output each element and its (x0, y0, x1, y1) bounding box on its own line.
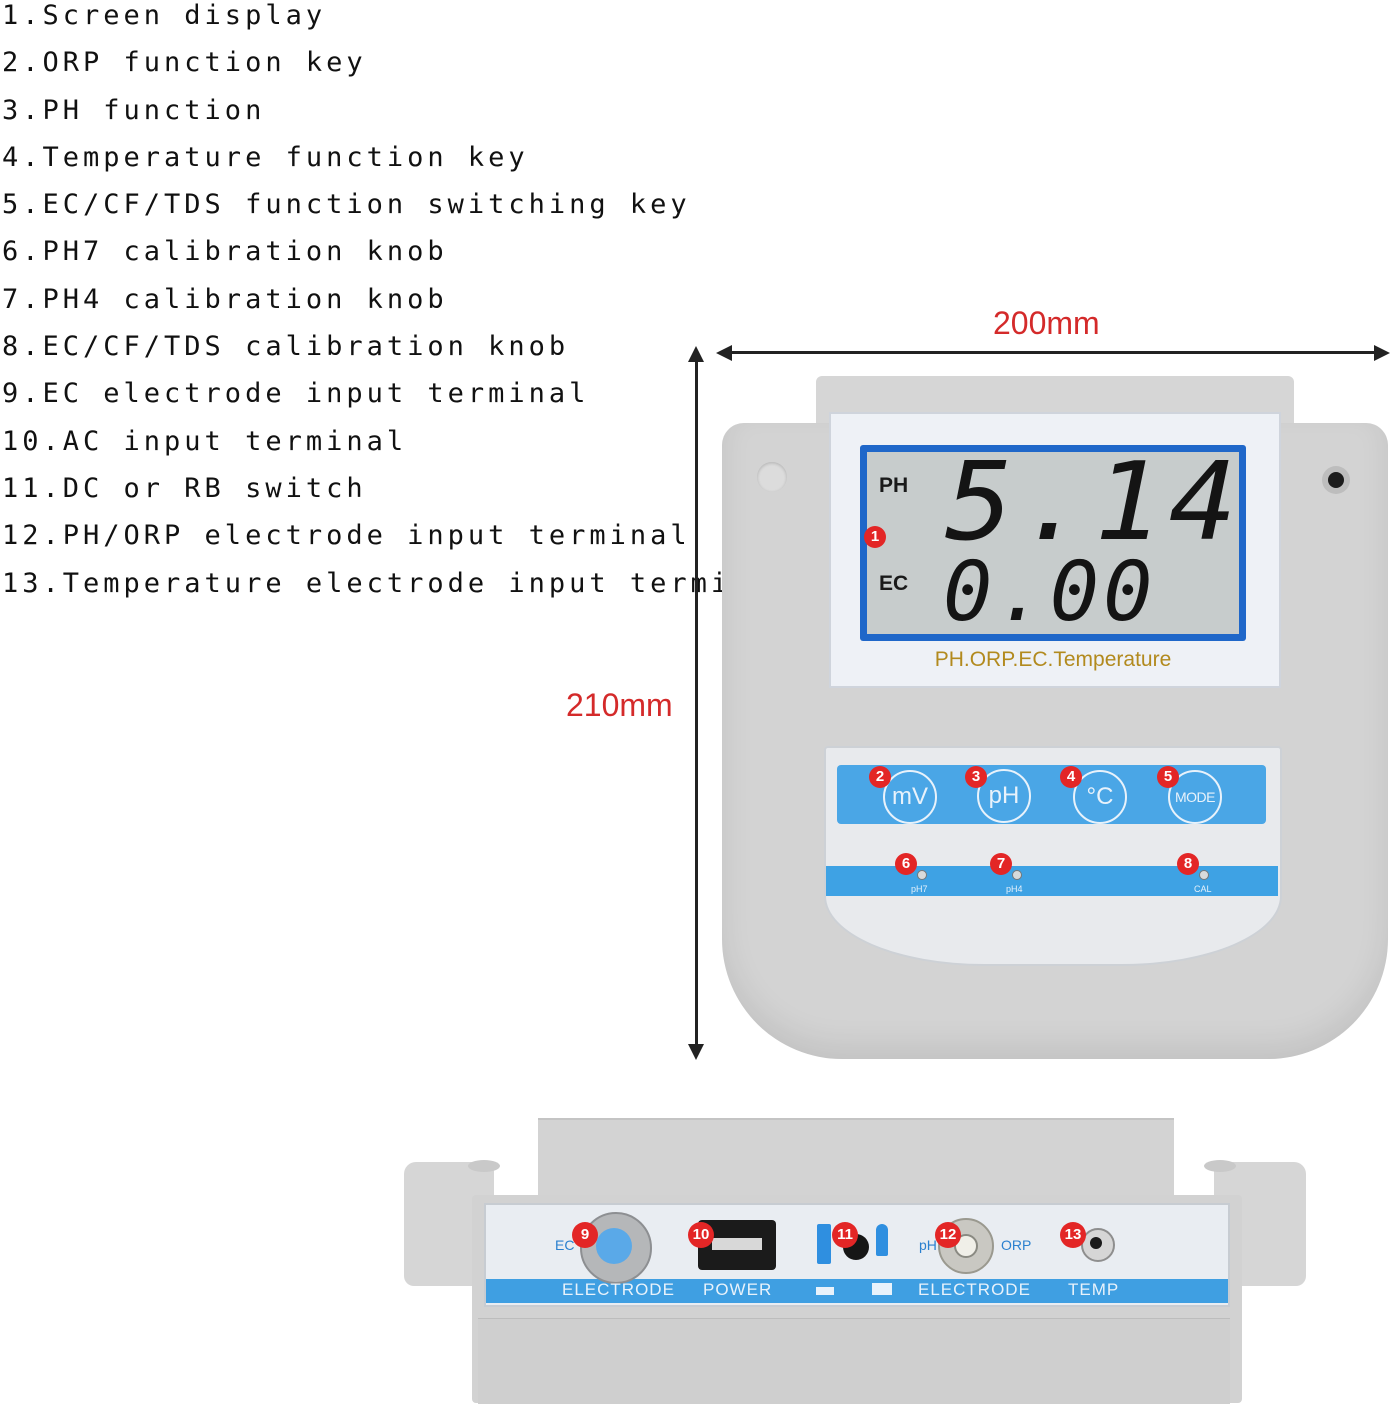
rear-electrode-label-left: ELECTRODE (562, 1280, 675, 1299)
legend-item: 6.PH7 calibration knob (2, 236, 448, 268)
feature-legend: 1.Screen display 2.ORP function key 3.PH… (2, 0, 792, 615)
badge-9: 9 (572, 1222, 598, 1248)
legend-item: 13.Temperature electrode input terminal (2, 567, 792, 599)
height-dimension-label: 210mm (566, 687, 673, 723)
ph-connector-label: pH (919, 1237, 937, 1253)
plug-icon (876, 1224, 888, 1256)
rear-foot-left (468, 1160, 500, 1172)
ph7-calibration-knob[interactable] (917, 870, 927, 880)
badge-12: 12 (935, 1222, 961, 1248)
power-port-insert (712, 1238, 762, 1250)
legend-item: 3.PH function (2, 94, 266, 126)
lcd-ec-label: EC (879, 572, 909, 595)
width-arrow (726, 351, 1380, 354)
arrow-head-left (716, 345, 732, 361)
ph4-calibration-knob[interactable] (1012, 870, 1022, 880)
temperature-key[interactable]: °C (1073, 770, 1127, 824)
legend-item: 7.PH4 calibration knob (2, 283, 448, 315)
ec-calibration-knob[interactable] (1199, 870, 1209, 880)
badge-3: 3 (965, 766, 987, 788)
ph-key[interactable]: pH (977, 769, 1031, 823)
arrow-head-right (1374, 345, 1390, 361)
switch-position-icon-left (816, 1287, 834, 1295)
rear-base (478, 1318, 1230, 1404)
arrow-head-down (688, 1044, 704, 1060)
legend-item: 12.PH/ORP electrode input terminal (2, 520, 691, 552)
rear-temp-label: TEMP (1068, 1280, 1120, 1299)
legend-item: 11.DC or RB switch (2, 472, 367, 504)
badge-11: 11 (832, 1222, 858, 1248)
rear-foot-right (1204, 1160, 1236, 1172)
ph7-knob-label: pH7 (911, 884, 928, 894)
badge-10: 10 (688, 1222, 714, 1248)
cal-knob-label: CAL (1194, 884, 1212, 894)
badge-2: 2 (869, 766, 891, 788)
lcd-ph-value: 5.14 (945, 440, 1244, 565)
badge-13: 13 (1060, 1222, 1086, 1248)
legend-item: 8.EC/CF/TDS calibration knob (2, 331, 570, 363)
badge-8: 8 (1177, 853, 1199, 875)
rear-electrode-label-right: ELECTRODE (918, 1280, 1031, 1299)
badge-7: 7 (990, 853, 1012, 875)
legend-item: 9.EC electrode input terminal (2, 378, 590, 410)
meter-brand-text: PH.ORP.EC.Temperature (934, 648, 1172, 671)
badge-1: 1 (864, 526, 886, 548)
ec-terminal-core (596, 1228, 632, 1264)
lcd-screen (867, 452, 1239, 634)
height-arrow (695, 356, 698, 1048)
legend-item: 5.EC/CF/TDS function switching key (2, 189, 691, 221)
mode-key[interactable]: MODE (1168, 770, 1222, 824)
orp-connector-label: ORP (1001, 1237, 1032, 1253)
rear-power-label: POWER (703, 1280, 773, 1299)
lcd-ph-label: PH (879, 474, 909, 497)
temp-jack-core (1090, 1237, 1102, 1249)
ph4-knob-label: pH4 (1006, 884, 1023, 894)
ec-connector-label: EC (555, 1237, 575, 1253)
badge-6: 6 (895, 853, 917, 875)
mv-key[interactable]: mV (883, 770, 937, 824)
badge-4: 4 (1060, 766, 1082, 788)
switch-position-icon-right (872, 1283, 892, 1295)
legend-item: 2.ORP function key (2, 47, 367, 79)
legend-item: 4.Temperature function key (2, 141, 529, 173)
legend-item: 10.AC input terminal (2, 425, 408, 457)
arrow-head-up (688, 346, 704, 362)
lcd-ec-value: 0.00 (943, 545, 1157, 640)
legend-item: 1.Screen display (2, 0, 327, 31)
mount-hole-left (757, 462, 787, 492)
badge-5: 5 (1157, 766, 1179, 788)
mount-hole-right-inner (1328, 472, 1344, 488)
width-dimension-label: 200mm (993, 305, 1100, 341)
battery-icon (817, 1224, 831, 1264)
